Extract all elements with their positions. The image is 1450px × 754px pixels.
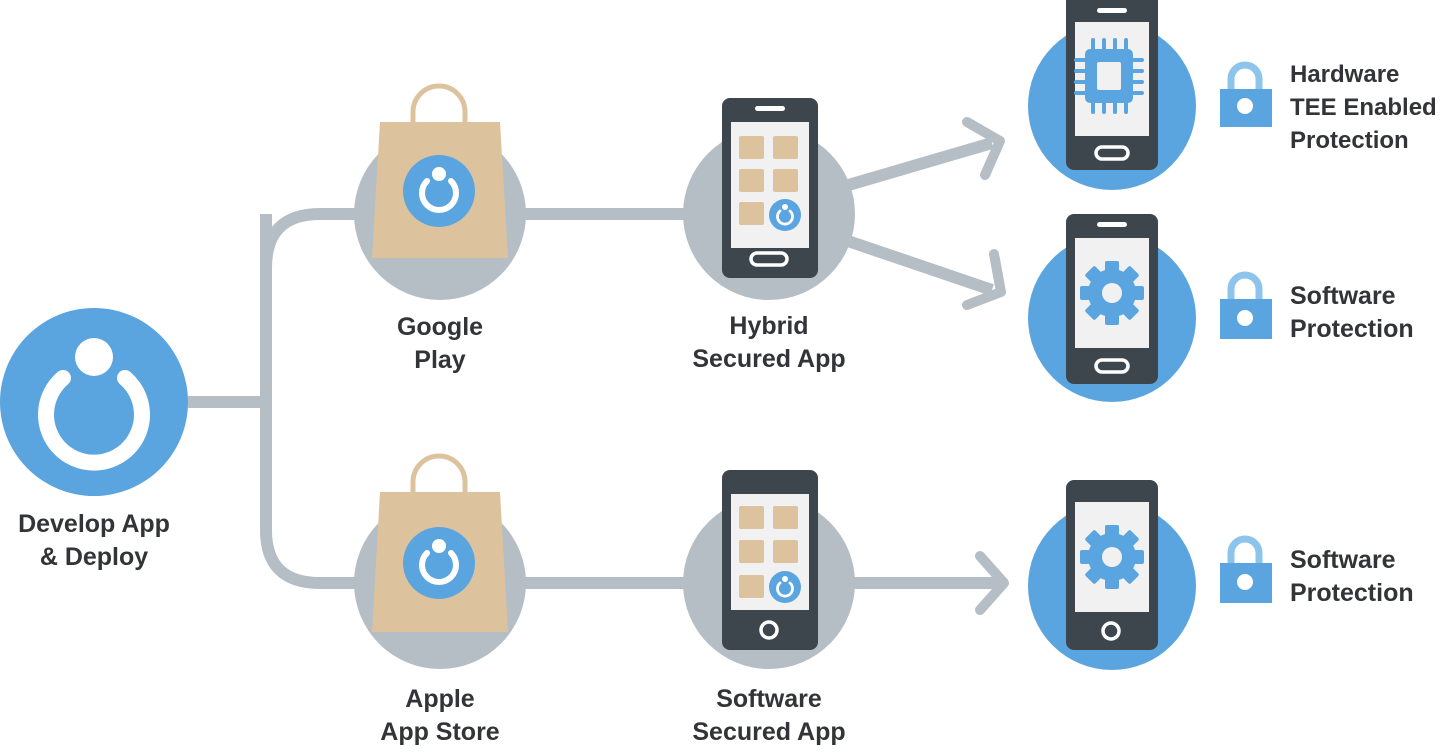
app-tile-grid: [739, 136, 798, 225]
hardware-tee-node: [1028, 0, 1196, 190]
hybrid-secured-app-label-line2: Secured App: [692, 345, 846, 373]
develop-app-label-line2: & Deploy: [39, 543, 149, 571]
software-secured-app-node: [683, 470, 855, 669]
apple-app-store-label-line1: Apple: [405, 685, 475, 713]
connector-lines: [188, 137, 1000, 589]
arrow-hardware-icon: [962, 117, 1005, 180]
hybrid-secured-app-node: [683, 98, 855, 300]
hardware-tee-label: Hardware TEE Enabled Protection: [1290, 58, 1448, 157]
apple-app-store-label: Apple App Store: [350, 683, 530, 749]
google-play-label: Google Play: [360, 311, 520, 377]
gear-icon: [1080, 525, 1144, 589]
develop-app-node: [0, 308, 188, 496]
hybrid-secured-app-label: Hybrid Secured App: [669, 310, 869, 376]
smartphone-icon: [722, 470, 818, 650]
google-play-label-line2: Play: [414, 346, 466, 374]
software-protection-bottom-node: [1028, 480, 1196, 670]
software-protection-bottom-label: Software Protection: [1290, 544, 1445, 610]
smartphone-icon: [722, 98, 818, 278]
arrow-software-top-icon: [962, 249, 1006, 310]
develop-app-label-line1: Develop App: [18, 510, 170, 538]
apple-app-store-node: [354, 453, 526, 669]
logo-ring-icon: [776, 209, 794, 226]
cpu-chip-icon: [1074, 38, 1144, 114]
software-protection-bottom-label-line2: Protection: [1290, 579, 1414, 607]
logo-ring-icon: [776, 581, 794, 598]
google-play-label-line1: Google: [396, 313, 484, 341]
google-play-node: [354, 83, 526, 300]
padlock-icon: [1220, 535, 1272, 603]
branch-connector: [260, 208, 400, 589]
padlock-icon: [1220, 271, 1272, 339]
software-secured-app-label: Software Secured App: [669, 683, 869, 749]
arrowheads: [962, 117, 1009, 615]
apple-app-store-label-line2: App Store: [380, 718, 500, 746]
hardware-tee-label-line3: Protection: [1290, 127, 1409, 154]
software-protection-top-label-line1: Software: [1290, 282, 1396, 310]
hybrid-to-hardware-connector: [843, 137, 994, 192]
hardware-tee-label-line1: Hardware: [1290, 61, 1400, 88]
arrow-software-bottom-icon: [975, 551, 1009, 615]
software-protection-top-label: Software Protection: [1290, 280, 1445, 346]
develop-app-label: Develop App & Deploy: [4, 508, 184, 574]
software-secured-app-label-line2: Secured App: [692, 718, 846, 746]
software-protection-top-node: [1028, 214, 1196, 402]
padlock-icon: [1220, 61, 1272, 127]
hybrid-to-software-connector: [843, 234, 994, 296]
software-protection-top-label-line2: Protection: [1290, 315, 1414, 343]
gear-icon: [1080, 261, 1144, 325]
app-tile-grid: [739, 506, 798, 598]
logo-ring-icon: [419, 539, 459, 586]
software-protection-bottom-label-line1: Software: [1290, 546, 1396, 574]
hybrid-secured-app-label-line1: Hybrid: [729, 312, 809, 340]
logo-ring-icon: [38, 338, 150, 471]
hardware-tee-label-line2: TEE Enabled: [1290, 94, 1437, 121]
logo-ring-icon: [419, 167, 459, 214]
software-secured-app-label-line1: Software: [716, 685, 822, 713]
